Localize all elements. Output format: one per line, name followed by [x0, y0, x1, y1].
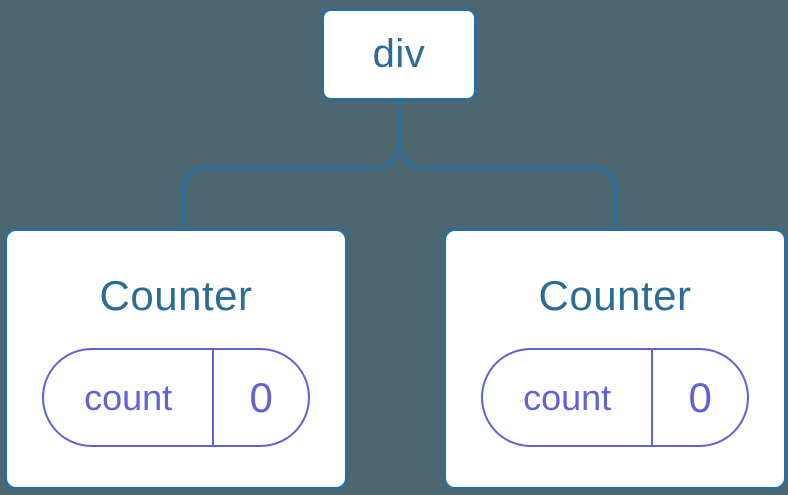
- counter-title: Counter: [99, 272, 253, 319]
- root-node-label: div: [372, 32, 426, 76]
- connector-right-branch: [397, 100, 618, 229]
- counter-card-left: Counter count 0: [4, 228, 348, 490]
- state-value-cell: 0: [214, 350, 308, 445]
- root-node: div: [321, 8, 477, 101]
- state-key-label: count: [523, 376, 612, 418]
- state-pill: count 0: [481, 348, 749, 447]
- state-key-cell: count: [483, 350, 654, 445]
- state-value-cell: 0: [653, 350, 747, 445]
- state-key-cell: count: [44, 350, 215, 445]
- counter-card-right: Counter count 0: [443, 228, 787, 490]
- state-pill: count 0: [42, 348, 310, 447]
- counter-title: Counter: [538, 272, 692, 319]
- state-value: 0: [249, 373, 273, 421]
- connector-left-branch: [181, 100, 402, 229]
- state-key-label: count: [84, 376, 173, 418]
- state-value: 0: [688, 373, 712, 421]
